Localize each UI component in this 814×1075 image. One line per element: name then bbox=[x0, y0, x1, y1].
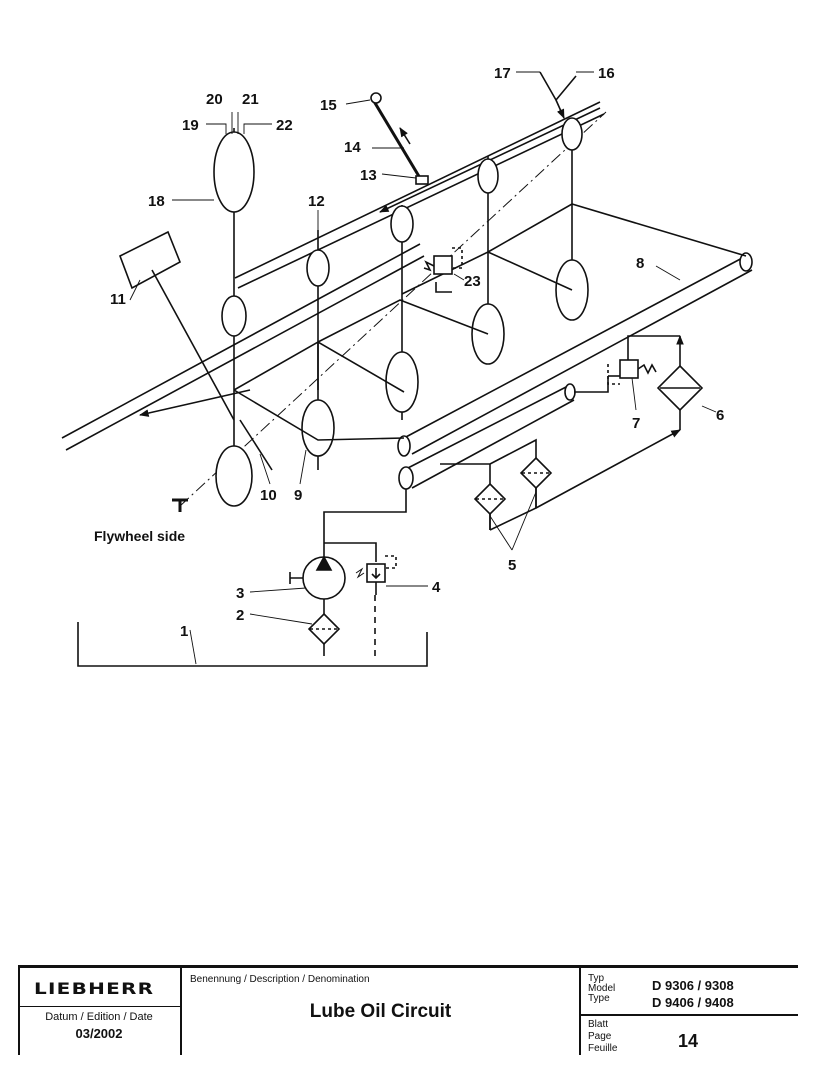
callout-20: 20 bbox=[206, 91, 223, 108]
description-label: Benennung / Description / Denomination bbox=[190, 974, 370, 985]
date-label: Datum / Edition / Date bbox=[45, 1011, 153, 1023]
callout-5: 5 bbox=[508, 557, 516, 574]
flywheel-symbol bbox=[172, 498, 188, 512]
callout-23: 23 bbox=[464, 273, 481, 290]
description-value: Lube Oil Circuit bbox=[309, 1001, 452, 1022]
pressure-switch bbox=[433, 255, 453, 275]
callout-7: 7 bbox=[632, 415, 640, 432]
callout-3: 3 bbox=[236, 585, 244, 602]
callout-17: 17 bbox=[494, 65, 511, 82]
callout-10: 10 bbox=[260, 487, 277, 504]
callout-19: 19 bbox=[182, 117, 199, 134]
callout-8: 8 bbox=[636, 255, 644, 272]
title-block: LIEBHERR Datum / Edition / Date 03/2002 … bbox=[18, 965, 798, 1055]
callout-2: 2 bbox=[236, 607, 244, 624]
callout-11: 11 bbox=[110, 291, 126, 308]
oil-pan bbox=[77, 622, 428, 667]
callout-1: 1 bbox=[180, 623, 188, 640]
rocker-oil-filter bbox=[118, 230, 182, 290]
flywheel-side-label: Flywheel side bbox=[94, 528, 186, 544]
type-label: Typ Model Type bbox=[588, 973, 616, 1004]
liebherr-logo: LIEBHERR bbox=[34, 979, 155, 998]
callout-15: 15 bbox=[320, 97, 337, 114]
pressure-line bbox=[323, 482, 407, 557]
callout-9: 9 bbox=[294, 487, 302, 504]
callout-12: 12 bbox=[308, 193, 325, 210]
callout-6: 6 bbox=[716, 407, 724, 424]
date-value: 03/2002 bbox=[75, 1026, 123, 1041]
camshaft-gallery bbox=[234, 101, 605, 289]
callout-18: 18 bbox=[148, 193, 165, 210]
crankcase-gallery bbox=[403, 255, 753, 455]
callout-22: 22 bbox=[276, 117, 293, 134]
lube-oil-circuit-diagram: 1 2 3 4 5 6 7 8 9 10 11 12 13 14 15 16 1… bbox=[61, 65, 753, 667]
callout-21: 21 bbox=[242, 91, 259, 108]
oil-thermostat bbox=[619, 359, 639, 379]
callout-16: 16 bbox=[598, 65, 615, 82]
page-number: 14 bbox=[678, 1031, 699, 1051]
callout-14: 14 bbox=[344, 139, 361, 156]
type-values: D 9306 / 9308 D 9406 / 9408 bbox=[652, 978, 734, 1010]
callout-13: 13 bbox=[360, 167, 377, 184]
main-oil-gallery bbox=[403, 385, 575, 489]
page-label: Blatt Page Feuille bbox=[588, 1019, 618, 1054]
callout-4: 4 bbox=[432, 579, 441, 596]
